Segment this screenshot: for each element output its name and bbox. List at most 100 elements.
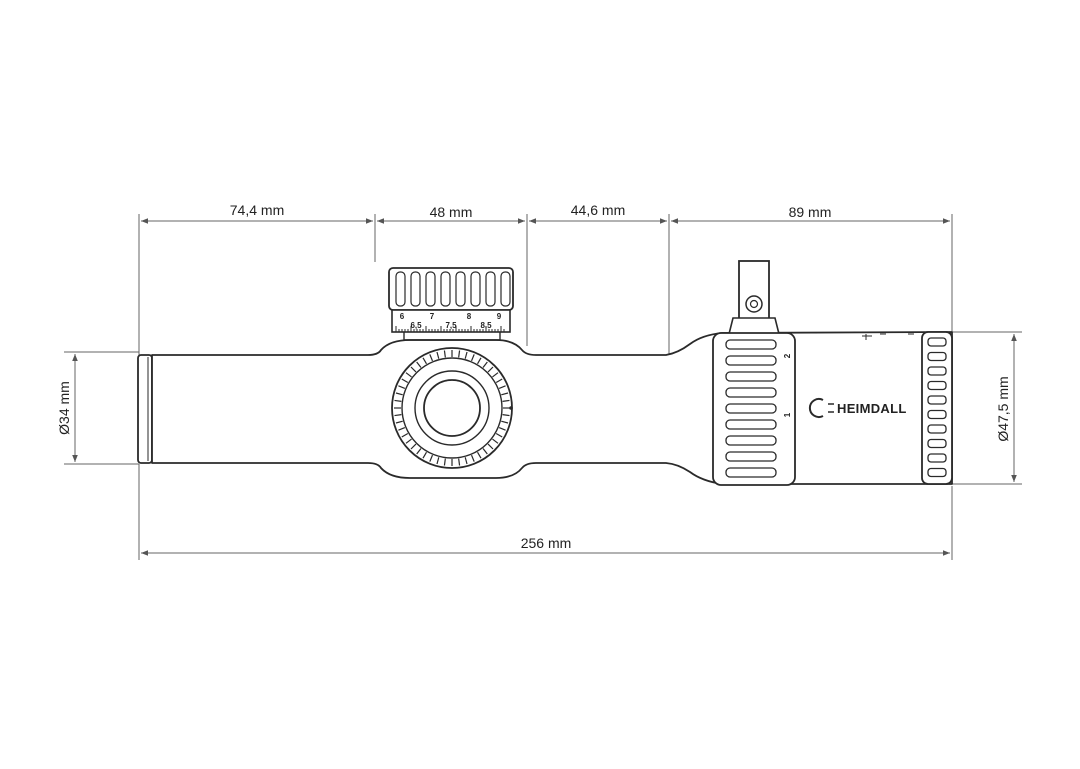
eyepiece-index-marks [862, 333, 914, 340]
windage-knurl-tooth [501, 392, 509, 396]
turret-knurl-groove [455, 271, 466, 307]
eyepiece-rib [927, 453, 947, 463]
turret-knurl-groove [440, 271, 451, 307]
windage-knurl-tooth [422, 357, 428, 365]
throw-lever [725, 260, 783, 343]
windage-knurl-tooth [394, 399, 402, 402]
mag-ring-rib [725, 451, 777, 462]
mag-ring-mark-2: 2 [783, 353, 792, 358]
turret-knurl-groove [485, 271, 496, 307]
mag-ring-rib [725, 339, 777, 350]
eyepiece-rib [927, 424, 947, 434]
turret-scale-7: 7 [430, 312, 435, 321]
turret-scale-6: 6 [400, 312, 405, 321]
windage-knurl-tooth [464, 351, 468, 359]
turret-knurl-groove [410, 271, 421, 307]
windage-knurl-tooth [401, 432, 409, 438]
windage-knurl-tooth [410, 443, 417, 450]
eyepiece-rib [927, 438, 947, 449]
windage-knurl-tooth [436, 351, 440, 359]
turret-knurl-groove [470, 271, 481, 307]
eyepiece-rib [927, 366, 947, 376]
brand-name: HEIMDALL [837, 401, 907, 416]
dim-objective-label: 74,4 mm [230, 202, 284, 218]
turret-scale-9: 9 [497, 312, 502, 321]
windage-knurl-tooth [492, 372, 499, 378]
turret-scale-6-5: 6,5 [410, 321, 422, 330]
windage-knurl-tooth [476, 451, 482, 459]
windage-knurl-tooth [487, 366, 494, 373]
windage-knurl-tooth [405, 438, 412, 444]
windage-knurl-tooth [476, 357, 482, 365]
turret-knurl-groove [500, 271, 511, 307]
turret-scale-7-5: 7,5 [445, 321, 457, 330]
windage-knurl-tooth [498, 385, 506, 390]
windage-knurl-tooth [405, 372, 412, 378]
windage-knurl-tooth [495, 378, 503, 384]
windage-knurl-tooth [422, 451, 428, 459]
turret-scale-8: 8 [467, 312, 472, 321]
scope-body [137, 331, 953, 485]
dim-eyepiece-label: 89 mm [789, 204, 832, 220]
windage-knurl-tooth [495, 432, 503, 438]
mag-ring-rib [725, 435, 777, 446]
windage-knurl-tooth [482, 448, 488, 455]
windage-knurl-tooth [443, 350, 446, 358]
turret-scale-band [391, 309, 511, 333]
dim-eyepiece-diameter-label: Ø47,5 mm [995, 376, 1011, 441]
mag-ring-rib [725, 419, 777, 430]
windage-knurl-tooth [470, 454, 475, 462]
windage-knurl-tooth [394, 414, 402, 417]
windage-knurl-tooth [458, 458, 461, 466]
turret-knurl [395, 271, 511, 307]
windage-knurl-tooth [395, 420, 403, 424]
windage-knurl-tooth [429, 354, 434, 362]
windage-knurl-tooth [492, 438, 499, 444]
mag-ring-rib [725, 371, 777, 382]
turret-scale-8-5: 8,5 [480, 321, 492, 330]
torx-screw-icon [745, 295, 763, 313]
dim-total-length-label: 256 mm [521, 535, 572, 551]
windage-knurl-tooth [398, 426, 406, 431]
eyepiece-rib [927, 467, 947, 478]
mag-ring-rib [725, 467, 777, 478]
dim-turret-label: 48 mm [430, 204, 473, 220]
windage-knurl-tooth [482, 361, 488, 368]
mag-ring-mark-1: 1 [783, 412, 792, 417]
crescent-logo-icon [808, 398, 834, 418]
windage-knurl-tooth [501, 420, 509, 424]
windage-turret [391, 347, 513, 469]
windage-knurl-tooth [443, 458, 446, 466]
windage-knurl-tooth [436, 457, 440, 465]
mag-ring-rib [725, 387, 777, 398]
mag-ring-rib [725, 355, 777, 366]
windage-knurl-tooth [458, 350, 461, 358]
windage-knurl-tooth [416, 448, 422, 455]
windage-knurl-tooth [416, 361, 422, 368]
dimension-lines [64, 214, 1022, 560]
elevation-turret [388, 267, 514, 341]
windage-knurl-tooth [487, 443, 494, 450]
eyepiece-rib [927, 380, 947, 391]
eyepiece-rib [927, 395, 947, 405]
main-tube-outline [151, 331, 953, 485]
windage-knurl-tooth [398, 385, 406, 390]
windage-knurl-tooth [429, 454, 434, 462]
eyepiece-rib [927, 337, 947, 347]
windage-knurl-tooth [498, 426, 506, 431]
magnification-ring [712, 332, 796, 486]
dim-middle-label: 44,6 mm [571, 202, 625, 218]
objective-bell [137, 354, 153, 464]
windage-knurl-tooth [401, 378, 409, 384]
turret-scale-labels: 6 7 8 9 6,5 7,5 8,5 [400, 312, 502, 330]
windage-knurl-tooth [464, 457, 468, 465]
eyepiece-rib [927, 351, 947, 362]
windage-knurl-tooth [410, 366, 417, 373]
windage-knurl-tooth [502, 414, 510, 417]
mag-ring-rib [725, 403, 777, 414]
windage-knurl-tooth [395, 392, 403, 396]
turret-knurl-groove [425, 271, 436, 307]
windage-knurl-tooth [502, 399, 510, 402]
